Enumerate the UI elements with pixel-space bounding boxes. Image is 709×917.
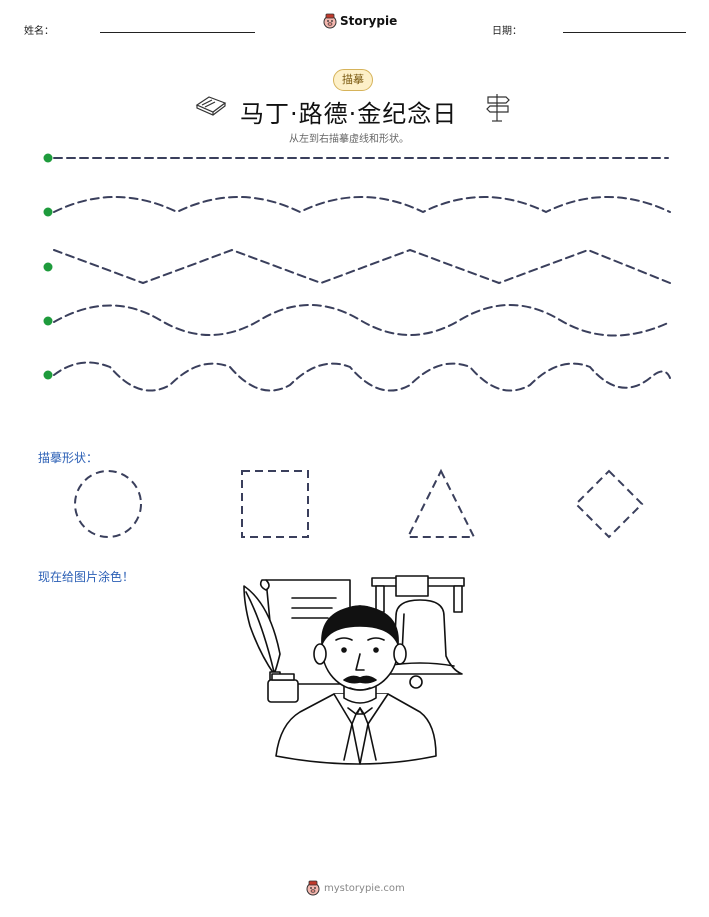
brand-name: Storypie	[340, 14, 398, 28]
trace-line-wave	[53, 304, 671, 337]
tracing-shapes	[74, 468, 644, 539]
page-title: 马丁·路德·金纪念日	[240, 100, 458, 128]
trace-line-bump-wave	[53, 361, 671, 392]
trace-diamond	[574, 469, 644, 539]
trace-line-soft-wave	[53, 196, 671, 214]
date-label: 日期：	[492, 26, 522, 37]
start-dot-1	[43, 153, 53, 163]
footer-url[interactable]: mystorypie.com	[324, 882, 405, 894]
start-dot-2	[43, 207, 53, 217]
name-label: 姓名：	[24, 26, 54, 37]
quill-and-inkwell-icon	[243, 585, 299, 703]
pig-mascot-icon	[306, 880, 320, 896]
activity-badge: 描摹	[333, 69, 373, 91]
date-line[interactable]	[563, 32, 686, 33]
trace-square	[241, 470, 309, 538]
coloring-picture	[243, 575, 465, 765]
instructions: 从左到右描摹虚线和形状。	[289, 134, 409, 145]
book-icon	[195, 96, 227, 116]
trace-circle	[74, 470, 142, 538]
trace-line-zigzag	[53, 248, 671, 285]
start-dot-3	[43, 262, 53, 272]
name-line[interactable]	[100, 32, 255, 33]
trace-triangle	[406, 468, 476, 538]
face-details	[335, 637, 385, 691]
start-dot-4	[43, 316, 53, 326]
footer: mystorypie.com	[306, 880, 405, 896]
portrait-figure	[275, 605, 437, 765]
pig-mascot-icon	[323, 13, 337, 29]
signpost-icon	[486, 94, 510, 122]
shapes-section-label: 描摹形状：	[38, 451, 99, 465]
brand-logo: Storypie	[323, 13, 397, 29]
start-dot-5	[43, 370, 53, 380]
tracing-lines	[43, 153, 671, 392]
color-section-label: 现在给图片涂色！	[38, 570, 135, 584]
